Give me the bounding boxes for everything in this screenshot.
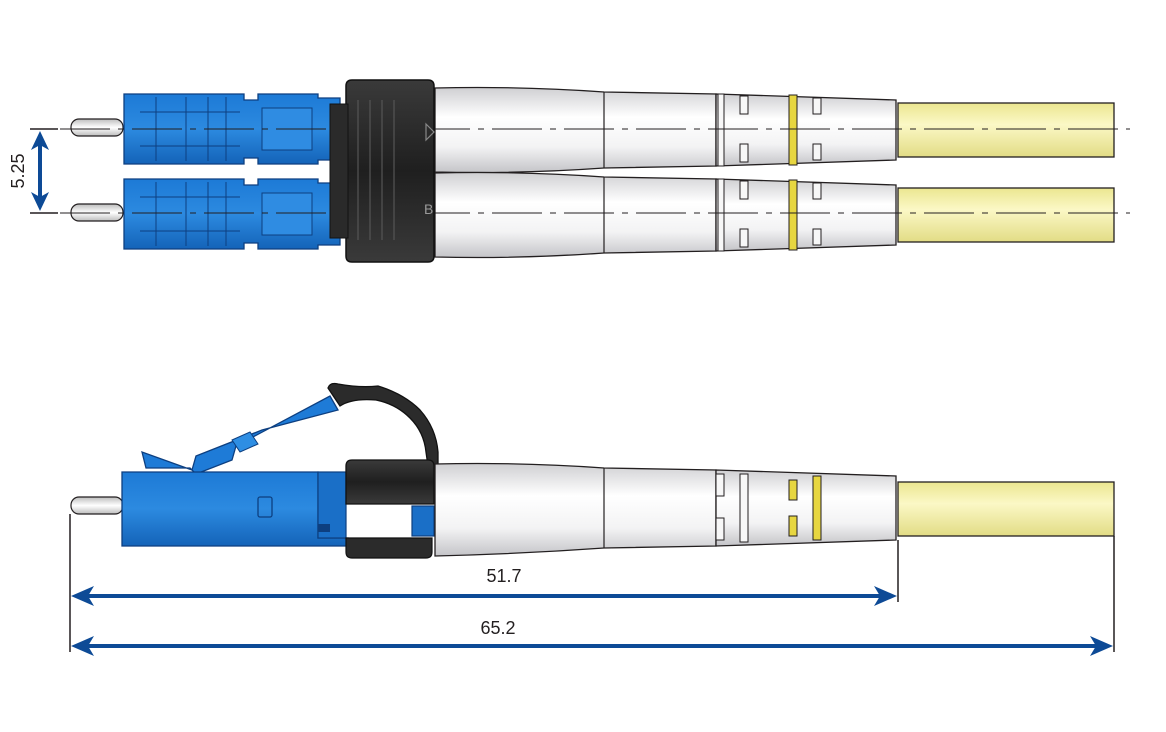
arrow-left-icon (71, 636, 94, 656)
body-length-dimension: 51.7 (71, 566, 897, 606)
duplex-clip: B (329, 79, 435, 263)
body-length-label: 51.7 (486, 566, 521, 586)
pitch-dimension: 5.25 (8, 128, 58, 214)
boot (434, 86, 717, 174)
overall-length-label: 65.2 (480, 618, 515, 638)
latch-arm (141, 395, 339, 475)
strain-relief (715, 178, 897, 252)
connector-lane-upper (60, 86, 1130, 174)
connector-lane-lower (60, 171, 1130, 259)
cable (897, 481, 1115, 537)
cable (897, 102, 1115, 158)
blue-housing (121, 471, 349, 547)
side-clip (345, 459, 435, 505)
arrow-up-icon (31, 131, 49, 150)
svg-text:B: B (424, 201, 433, 217)
arrow-right-icon (874, 586, 897, 606)
boot (434, 462, 717, 557)
latch-trigger (327, 382, 439, 467)
yellow-band (788, 515, 798, 537)
boot (434, 171, 717, 259)
yellow-band (788, 479, 798, 501)
overall-length-dimension: 65.2 (71, 618, 1113, 656)
side-view-simplex (70, 382, 1115, 559)
cable (897, 187, 1115, 243)
ferrule-pin (70, 496, 124, 515)
strain-relief (715, 93, 897, 167)
yellow-band (788, 179, 798, 251)
ferrule-pin (70, 118, 124, 137)
arrow-right-icon (1090, 636, 1113, 656)
arrow-down-icon (31, 192, 49, 211)
pitch-label: 5.25 (8, 153, 28, 188)
length-dimensions: 51.7 65.2 (69, 514, 1115, 656)
yellow-band (788, 94, 798, 166)
arrow-left-icon (71, 586, 94, 606)
top-view-duplex: B 5.25 (8, 79, 1130, 263)
